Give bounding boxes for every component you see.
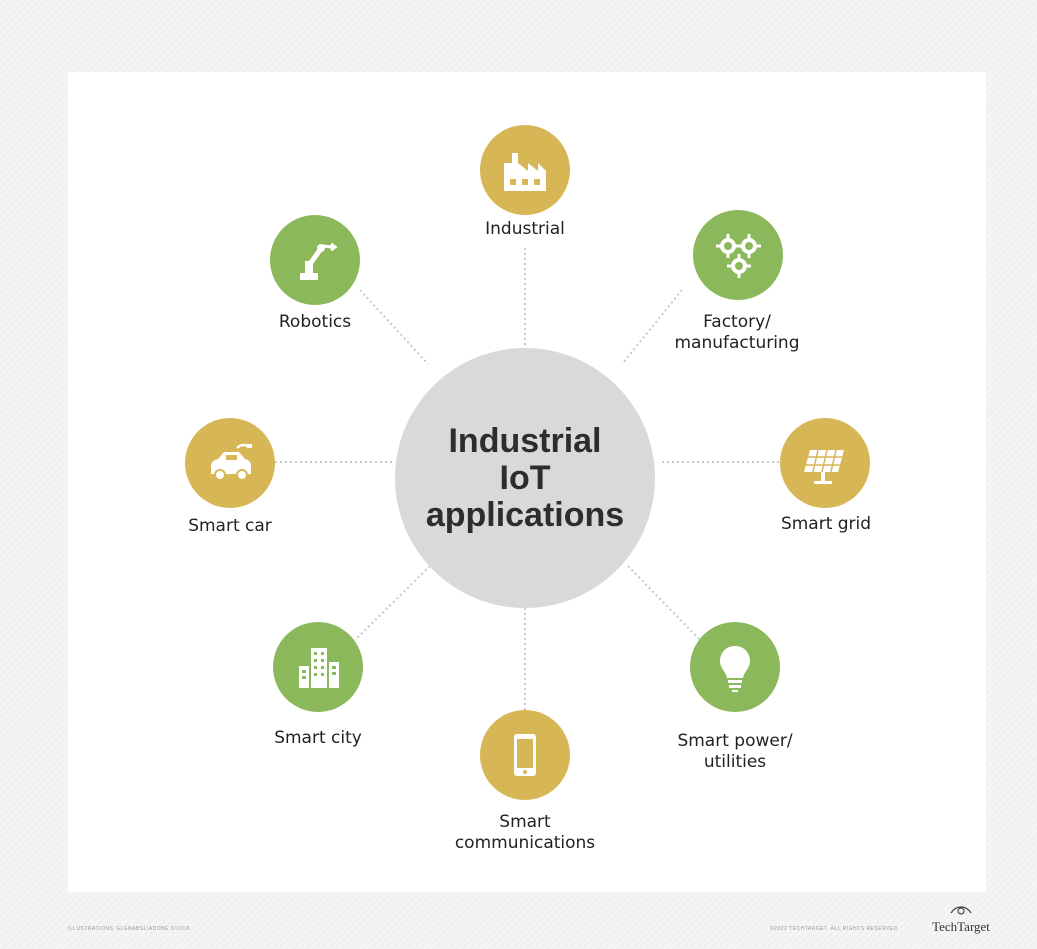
smart-city-node: [273, 622, 363, 712]
hub-title-line-2: IoT: [499, 458, 551, 497]
solar-panel-icon: [804, 449, 844, 484]
smart-car-node: [185, 418, 275, 508]
smart-grid-node: [780, 418, 870, 508]
techtarget-logo: TechTarget: [926, 904, 996, 935]
smart-communications-label: Smart communications: [454, 812, 596, 853]
smart-communications-node: [480, 710, 570, 800]
smart-power-utilities-node: [690, 622, 780, 712]
copyright-credit: ©2022 TECHTARGET. ALL RIGHTS RESERVED: [770, 926, 898, 932]
industrial-node: [480, 125, 570, 215]
connector-smart-power: [627, 565, 701, 641]
industrial-label: Industrial: [485, 219, 565, 239]
robot-arm-icon: [300, 242, 338, 280]
city-buildings-icon: [299, 648, 339, 688]
smartphone-icon: [514, 734, 536, 776]
light-bulb-icon: [720, 646, 750, 692]
hub-title-line-3: applications: [425, 495, 625, 534]
illustration-credit: ILLUSTRATIONS: ELENABSL/ADOBE STOCK: [68, 926, 191, 932]
factory-manufacturing-label: Factory/ manufacturing: [674, 312, 800, 353]
connector-robotics: [359, 289, 429, 365]
factory-manufacturing-node: [693, 210, 783, 300]
smart-car-label: Smart car: [188, 516, 272, 536]
connector-smart-city: [354, 565, 431, 641]
factory-icon: [504, 153, 546, 191]
brand-name: TechTarget: [932, 919, 990, 934]
hub-title-line-1: Industrial: [448, 421, 602, 460]
robotics-node: [270, 215, 360, 305]
electric-car-icon: [211, 443, 252, 481]
connector-factory: [621, 289, 683, 365]
smart-city-label: Smart city: [274, 728, 362, 748]
hub-circle: Industrial IoT applications: [395, 348, 655, 608]
smart-grid-label: Smart grid: [780, 514, 872, 534]
robotics-label: Robotics: [278, 312, 352, 332]
gears-icon: [716, 234, 761, 278]
smart-power-utilities-label: Smart power/ utilities: [677, 731, 793, 772]
eye-icon: [950, 906, 972, 915]
